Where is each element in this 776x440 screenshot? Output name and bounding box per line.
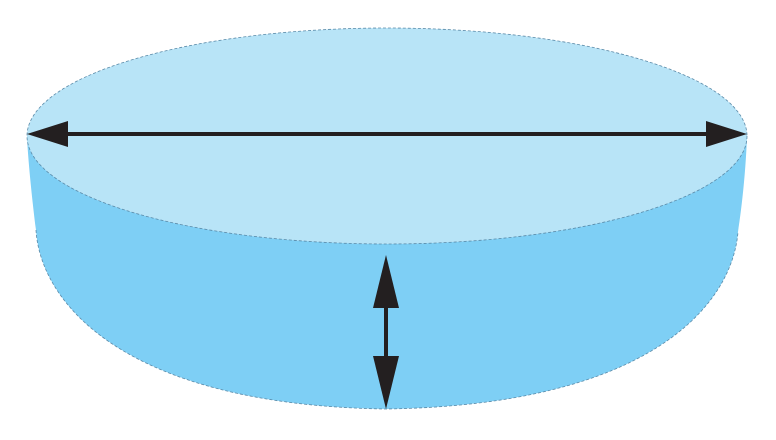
height-arrow	[373, 255, 399, 409]
height-arrow-bottom-head	[373, 356, 399, 409]
diameter-arrow-right-head	[706, 121, 747, 147]
diameter-arrow	[27, 121, 747, 147]
height-arrow-top-head	[373, 255, 399, 308]
top-face-outline	[26, 27, 748, 245]
diameter-arrow-left-head	[27, 121, 68, 147]
